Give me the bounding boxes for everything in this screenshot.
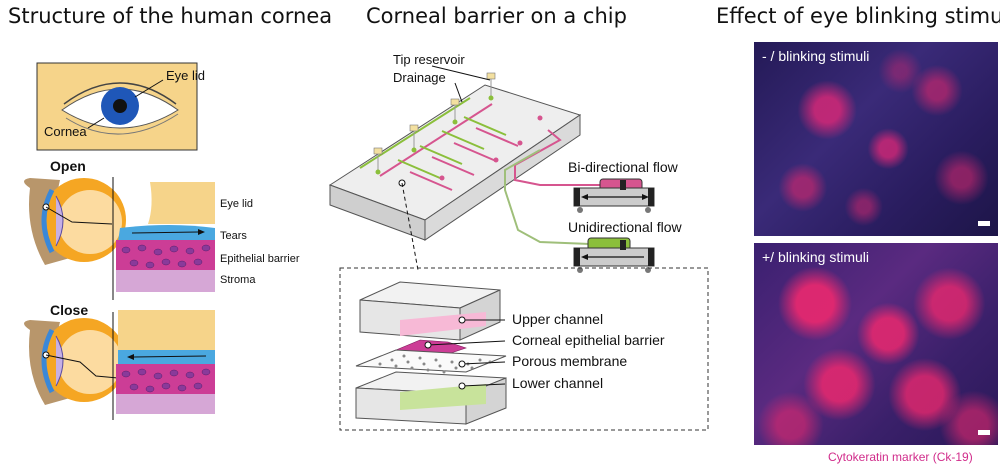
pump-unidirectional [573, 237, 655, 273]
layer-label-stroma: Stroma [220, 274, 256, 286]
open-tissue-layers [116, 182, 215, 292]
close-epithelial-cells [121, 368, 211, 393]
exploded-leader-dots [424, 316, 466, 390]
membrane-pores [378, 354, 492, 374]
label-tip-reservoir: Tip reservoir [393, 52, 465, 67]
image-with-blinking: +/ blinking stimuli [754, 243, 998, 445]
chip-channels [359, 97, 519, 191]
layer-label-epithelial-barrier: Epithelial barrier [220, 253, 300, 265]
open-eye-section [24, 177, 126, 300]
chip-leaders [401, 65, 491, 271]
exploded-leaders [427, 319, 506, 387]
label-eye-lid: Eye lid [166, 68, 206, 83]
label-cornea: Cornea [44, 124, 87, 139]
heading-close: Close [50, 302, 89, 318]
scale-bar [978, 430, 990, 435]
eye-illustration [36, 62, 198, 151]
label-porous-membrane: Porous membrane [512, 353, 628, 369]
caption-without-blinking: - / blinking stimuli [762, 48, 870, 64]
image-without-blinking: - / blinking stimuli [754, 42, 998, 236]
exploded-view [339, 267, 709, 431]
chip-device [328, 84, 582, 241]
close-tissue-layers [116, 310, 215, 414]
label-bi-directional-flow: Bi-directional flow [568, 159, 678, 175]
scale-bar [978, 221, 990, 226]
close-eye-section [24, 312, 126, 420]
lower-channel-block [355, 371, 507, 425]
title-chip: Corneal barrier on a chip [366, 4, 627, 28]
caption-with-blinking: +/ blinking stimuli [762, 249, 869, 265]
layer-label-tears: Tears [220, 230, 247, 242]
chip-tip-reservoirs [373, 72, 496, 170]
pump-bi-directional [573, 178, 655, 213]
label-drainage: Drainage [393, 70, 446, 85]
open-epithelial-cells [121, 244, 211, 269]
heading-open: Open [50, 158, 86, 174]
title-blinking-effect: Effect of eye blinking stimuli [716, 4, 1000, 28]
label-upper-channel: Upper channel [512, 311, 604, 327]
label-unidirectional-flow: Unidirectional flow [568, 219, 682, 235]
label-lower-channel: Lower channel [512, 375, 604, 391]
footer-cytokeratin-marker: Cytokeratin marker (Ck-19) [828, 450, 973, 464]
label-corneal-epithelial-barrier: Corneal epithelial barrier [512, 332, 665, 348]
layer-label-eye-lid: Eye lid [220, 198, 254, 210]
chip-tubing [504, 129, 605, 245]
chip-port-dots [375, 95, 543, 187]
title-cornea-structure: Structure of the human cornea [8, 4, 333, 28]
